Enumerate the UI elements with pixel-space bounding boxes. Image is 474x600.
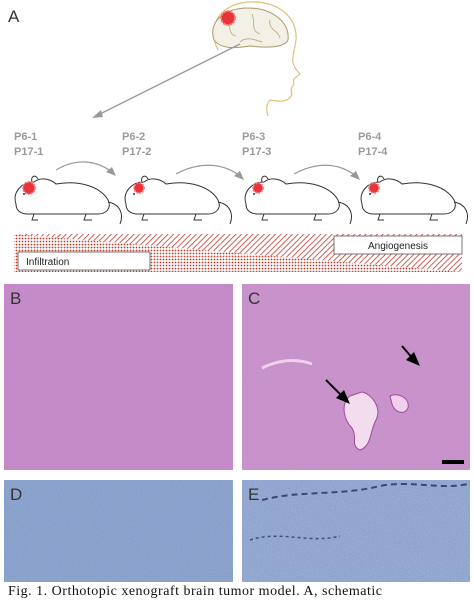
infiltration-banner xyxy=(17,251,151,271)
panel-label-e: E xyxy=(248,485,259,504)
micrograph-d xyxy=(4,480,233,582)
svg-text:P6-2: P6-2 xyxy=(122,131,145,143)
svg-text:P6-4: P6-4 xyxy=(358,131,382,143)
micrograph-e xyxy=(242,480,470,582)
passage-label-1: P6-1 P17-1 xyxy=(14,131,43,158)
passage-label-4: P6-4 P17-4 xyxy=(358,131,388,158)
infiltration-label: Infiltration xyxy=(26,257,69,268)
scale-bar xyxy=(442,460,464,464)
svg-text:P6-3: P6-3 xyxy=(242,131,265,143)
head-icon xyxy=(213,1,301,117)
svg-text:P17-2: P17-2 xyxy=(122,146,151,158)
figure-caption: Fig. 1. Orthotopic xenograft brain tumor… xyxy=(8,584,383,599)
tumor-icon xyxy=(220,10,236,26)
arrow-icon xyxy=(92,43,241,118)
panel-label-d: D xyxy=(10,485,22,504)
angiogenesis-banner xyxy=(333,235,463,255)
mouse-icon xyxy=(360,175,468,225)
svg-text:P6-1: P6-1 xyxy=(14,131,37,143)
mouse-icon xyxy=(244,175,352,225)
micrograph-c xyxy=(242,284,470,470)
panel-label-b: B xyxy=(10,289,21,308)
svg-text:P17-3: P17-3 xyxy=(242,146,271,158)
tumor-icon xyxy=(22,181,380,195)
arrow-icon xyxy=(55,161,357,177)
angiogenesis-label: Angiogenesis xyxy=(368,241,428,252)
passage-label-2: P6-2 P17-2 xyxy=(122,131,151,158)
arrow-icon xyxy=(325,345,420,404)
svg-text:P17-1: P17-1 xyxy=(14,146,43,158)
panel-label-c: C xyxy=(248,289,260,308)
micrograph-b xyxy=(4,284,233,470)
svg-text:P17-4: P17-4 xyxy=(358,146,388,158)
passage-label-3: P6-3 P17-3 xyxy=(242,131,271,158)
panel-label-a: A xyxy=(8,7,20,26)
